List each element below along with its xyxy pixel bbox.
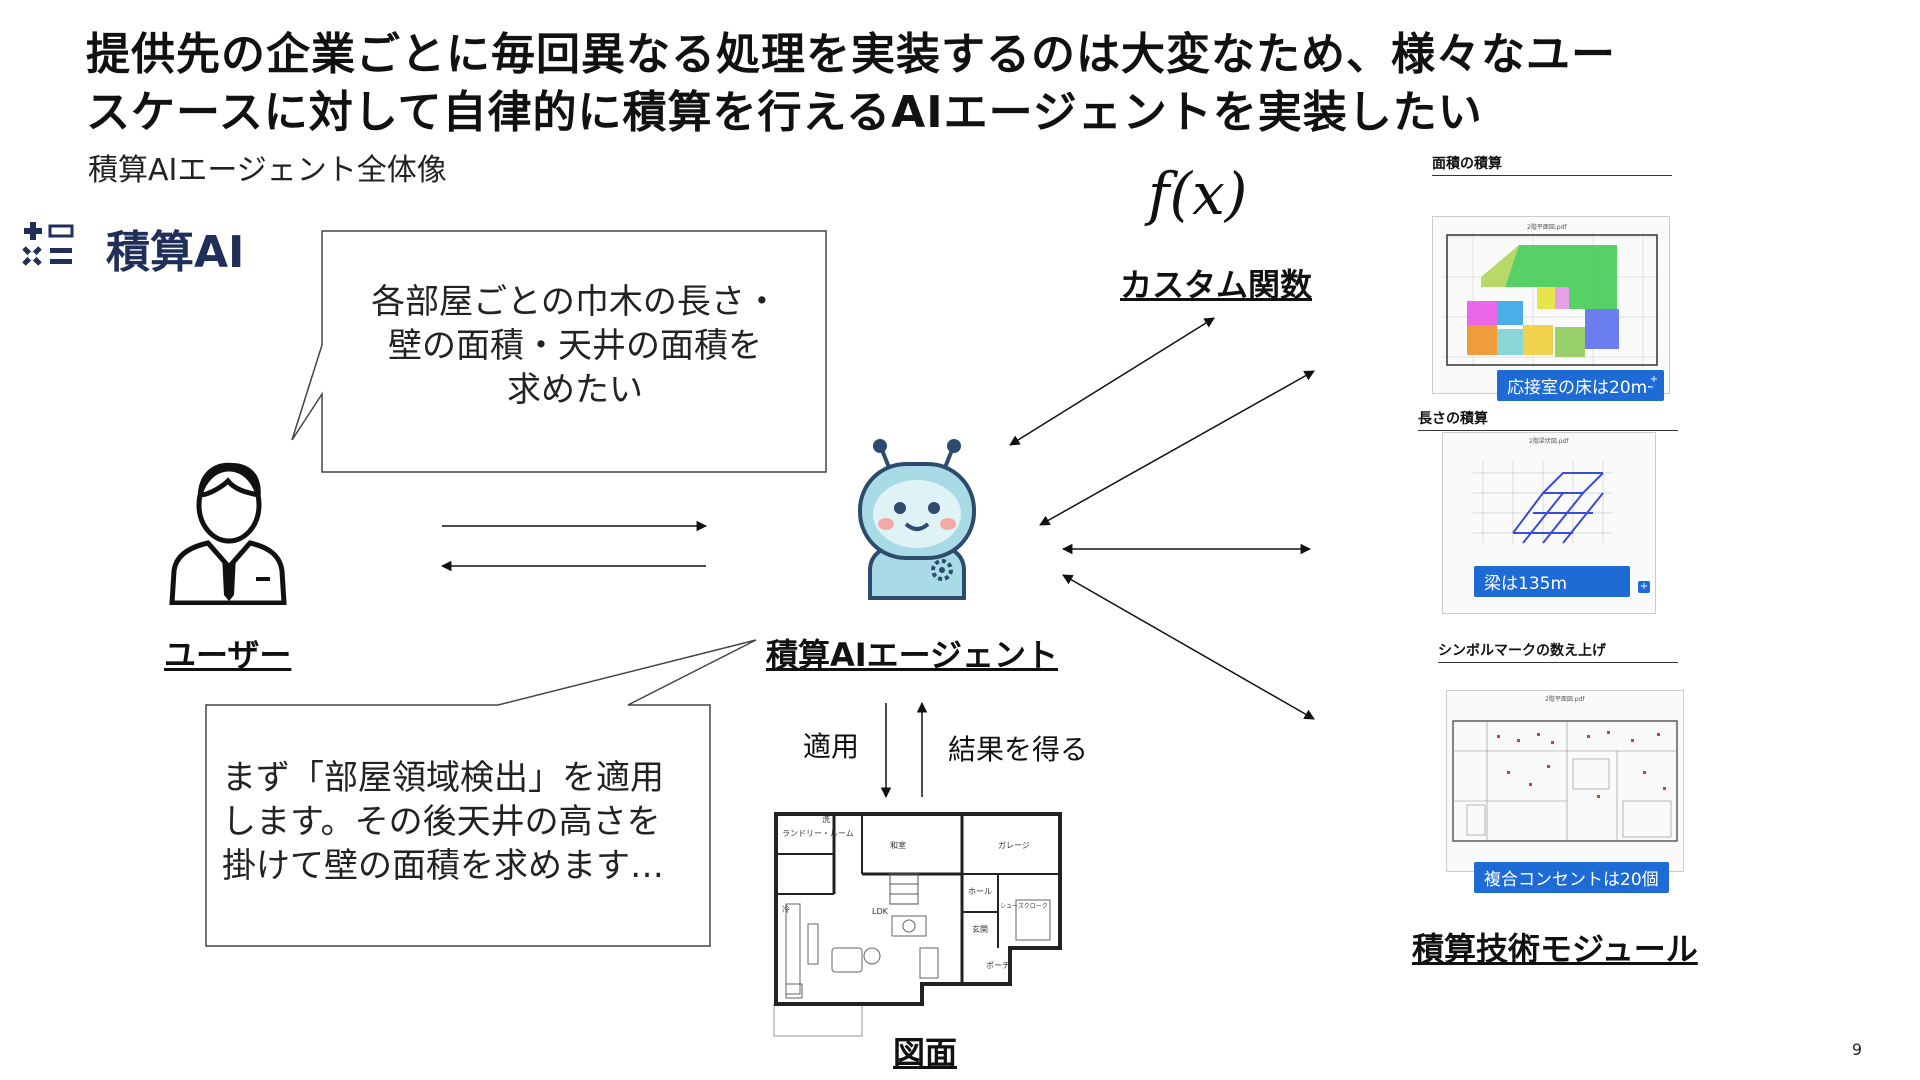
user-bubble-text: 各部屋ごとの巾木の長さ・ 壁の面積・天井の面積を 求めたい <box>330 280 820 412</box>
plan-room-garage: ガレージ <box>998 840 1030 850</box>
plan-room-washitsu: 和室 <box>890 840 906 850</box>
module-length-plus-icon: + <box>1638 581 1650 593</box>
module-area-badge: 応接室の床は20m² <box>1497 370 1665 401</box>
floor-plan-drawing: ランドリー・ルーム 洗 和室 ガレージ LDK ホール 玄関 シューズクローク … <box>773 812 1062 1037</box>
module-symbol-heading: シンボルマークの数え上げ <box>1438 640 1678 663</box>
title-line-1: 提供先の企業ごとに毎回異なる処理を実装するのは大変なため、様々なユー <box>86 29 1616 80</box>
robot-agent-icon <box>858 439 976 600</box>
module-area-plus-icon: + <box>1648 374 1660 386</box>
custom-function-label: カスタム関数 <box>1120 266 1313 304</box>
module-symbol-thumbnail: 2階平面図.pdf <box>1446 690 1684 872</box>
user-icon <box>169 462 287 605</box>
logo-text: 積算AI <box>106 227 245 278</box>
user-bubble-line-2: 壁の面積・天井の面積を <box>388 326 762 366</box>
logo: 積算AI <box>18 216 258 278</box>
module-length-badge: 梁は135m <box>1474 566 1630 597</box>
user-bubble-line-1: 各部屋ごとの巾木の長さ・ <box>371 282 779 322</box>
agent-bubble-line-2: します。その後天井の高さを <box>222 802 661 842</box>
plan-room-entrance: 玄関 <box>972 924 988 934</box>
agent-custom-function-arrow <box>1009 317 1215 446</box>
result-label: 結果を得る <box>948 733 1089 766</box>
area-plan-image: 2階平面図.pdf <box>1443 223 1659 367</box>
module-area-thumbnail: 2階平面図.pdf <box>1432 216 1670 394</box>
plan-room-hall: ホール <box>968 887 992 896</box>
agent-label: 積算AIエージェント <box>766 636 1059 674</box>
page-number: 9 <box>1851 1040 1862 1059</box>
agent-module1-arrow <box>1039 370 1315 526</box>
plan-room-porch: ポーチ <box>986 961 1010 970</box>
modules-label: 積算技術モジュール <box>1412 930 1698 968</box>
agent-bubble-text: まず「部屋領域検出」を適用 します。その後天井の高さを 掛けて壁の面積を求めます… <box>222 756 712 888</box>
module-symbol-file: 2階平面図.pdf <box>1545 695 1585 703</box>
agent-speech-bubble-outline <box>205 639 757 947</box>
agent-bubble-line-3: 掛けて壁の面積を求めます… <box>222 846 664 886</box>
module-area-heading: 面積の積算 <box>1432 153 1672 176</box>
drawing-label: 図面 <box>893 1034 958 1072</box>
module-length-file: 2階梁伏図.pdf <box>1529 437 1569 445</box>
module-length-heading: 長さの積算 <box>1418 408 1678 431</box>
slide-subtitle: 積算AIエージェント全体像 <box>88 153 447 188</box>
user-speech-bubble-outline <box>291 230 827 473</box>
plan-room-shoe-closet: シューズクローク <box>1000 902 1048 910</box>
agent-bubble-line-1: まず「部屋領域検出」を適用 <box>222 758 664 798</box>
module-area-file: 2階平面図.pdf <box>1527 223 1567 231</box>
user-bubble-line-3: 求めたい <box>507 370 643 410</box>
title-line-2: スケースに対して自律的に積算を行えるAIエージェントを実装したい <box>86 87 1483 138</box>
plan-room-wash: 洗 <box>822 814 830 824</box>
apply-label: 適用 <box>803 730 860 763</box>
plan-room-laundry: ランドリー・ルーム <box>782 829 854 838</box>
user-label: ユーザー <box>164 636 292 674</box>
calculator-icon <box>22 222 74 266</box>
custom-function-formula: f(x) <box>1148 160 1248 228</box>
plan-room-ldk: LDK <box>872 907 889 916</box>
slide-title: 提供先の企業ごとに毎回異なる処理を実装するのは大変なため、様々なユー スケースに… <box>86 26 1866 142</box>
beam-plan-image: 2階梁伏図.pdf <box>1473 437 1613 544</box>
symbol-plan-image: 2階平面図.pdf <box>1452 695 1678 842</box>
module-symbol-badge: 複合コンセントは20個 <box>1474 862 1669 893</box>
agent-module3-arrow <box>1062 574 1315 720</box>
plan-fridge: 冷 <box>782 904 790 914</box>
